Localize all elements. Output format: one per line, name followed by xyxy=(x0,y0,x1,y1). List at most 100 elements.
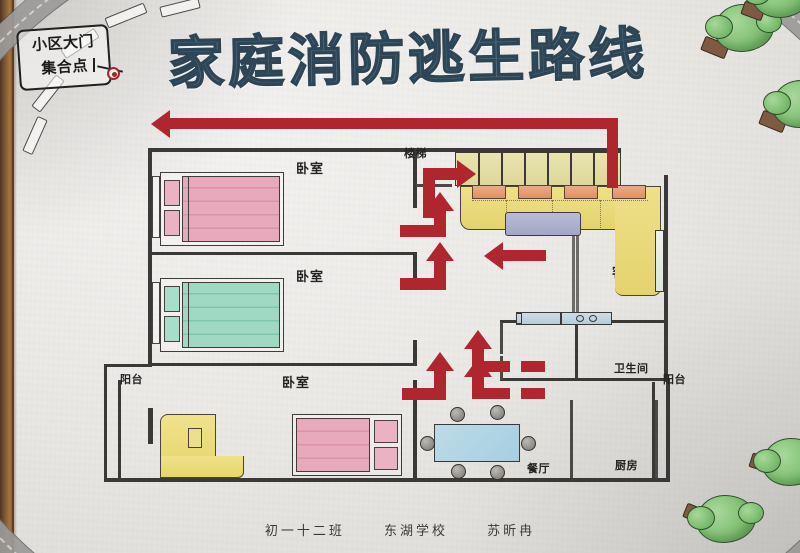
escape-arrow-head-right xyxy=(457,160,476,188)
signature-school: 东湖学校 xyxy=(383,524,448,539)
wall-corridor-left-4 xyxy=(413,380,417,480)
sofa-cushion xyxy=(612,185,646,199)
pillow-middle-1 xyxy=(164,286,180,312)
counter-divider xyxy=(560,313,562,324)
dining-chair xyxy=(420,436,435,451)
escape-arrow-dash xyxy=(521,361,545,372)
stair-step-line xyxy=(524,152,526,186)
wall-bedroom-divider-2 xyxy=(148,363,416,366)
room-label-bedroom-1: 卧室 xyxy=(296,162,325,177)
page-title: 家庭消防逃生路线 xyxy=(167,20,650,98)
bed-pink-top xyxy=(188,176,280,242)
tree-crown xyxy=(753,438,800,486)
stair-step-line xyxy=(570,152,572,186)
escape-arrow-head-left xyxy=(151,110,170,138)
escape-arrow-bottom-vertical xyxy=(434,368,446,400)
window-living-room xyxy=(655,230,664,292)
pillow-middle-2 xyxy=(164,316,180,342)
wall-right-lower xyxy=(666,380,670,480)
wall-living-top xyxy=(455,148,621,151)
wall-balcony-right xyxy=(652,382,655,478)
escape-arrow-corridor-vertical-2 xyxy=(434,258,446,290)
escape-arrow-dash xyxy=(521,388,545,399)
bed-green-middle xyxy=(188,282,280,348)
escape-arrow-head-up xyxy=(426,352,454,371)
room-label-balcony-left: 阳台 xyxy=(120,373,143,386)
signature: 初一十二班 东湖学校 苏昕冉 xyxy=(0,520,800,539)
dining-table xyxy=(434,424,520,462)
stair-step-line xyxy=(478,152,480,186)
escape-arrow-head-up xyxy=(464,358,492,377)
escape-arrow-stairs-horizontal xyxy=(423,168,459,180)
escape-arrow-head-up xyxy=(426,242,454,261)
wall-dining-kitchen xyxy=(570,400,573,478)
escape-arrow-dash xyxy=(517,250,537,261)
bed-headboard-top xyxy=(182,176,189,242)
sofa-cushion xyxy=(564,185,598,199)
wall-right-living xyxy=(664,175,668,380)
stair-step-line xyxy=(501,152,503,186)
wall-kitchen-right xyxy=(655,400,658,478)
room-label-bathroom: 卫生间 xyxy=(614,362,649,375)
assembly-callout-line2: 集合点 xyxy=(40,56,89,78)
escape-arrow-lower-vertical-2 xyxy=(472,372,484,399)
dining-chair xyxy=(490,465,505,480)
room-label-balcony-right: 阳台 xyxy=(663,373,686,386)
pillow-top-1 xyxy=(164,180,180,206)
sofa-yellow-bedroom-arm xyxy=(160,456,244,478)
counter-sink-2 xyxy=(589,315,597,322)
escape-arrow-head-up xyxy=(426,192,454,211)
escape-arrow-corridor-vertical-1 xyxy=(434,208,446,237)
stair-step-line xyxy=(593,152,595,186)
escape-arrow-right-vertical xyxy=(607,118,618,188)
wall-living-right-partition xyxy=(576,202,579,320)
wall-balcony-left-inner xyxy=(118,380,121,480)
wall-bathroom-bottom xyxy=(500,378,670,381)
assembly-callout-pointer-stem xyxy=(93,58,96,72)
wall-corridor-left-2 xyxy=(413,252,417,282)
room-label-bedroom-2: 卧室 xyxy=(296,270,325,285)
kitchen-counter xyxy=(516,312,612,325)
wall-living-right-partition-2 xyxy=(572,202,575,320)
sofa-seam xyxy=(600,200,602,228)
assembly-callout-line1: 小区大门 xyxy=(31,31,95,55)
signature-author: 苏昕冉 xyxy=(487,524,536,539)
pillow-bottom-1 xyxy=(374,420,398,443)
counter-sink-1 xyxy=(576,315,584,322)
wall-bathroom-stub xyxy=(500,322,503,354)
dining-chair xyxy=(451,464,466,479)
wall-stub-bedroom-left xyxy=(148,408,153,444)
wall-bottom-outer xyxy=(104,478,670,482)
room-label-bedroom-3: 卧室 xyxy=(282,376,311,391)
wall-corridor-left xyxy=(413,148,417,208)
dining-chair xyxy=(490,405,505,420)
escape-arrow-head-left xyxy=(484,242,503,270)
escape-arrow-top-horizontal xyxy=(170,118,618,129)
wall-balcony-left-top xyxy=(104,364,152,367)
dining-chair xyxy=(521,436,536,451)
stairs-top xyxy=(455,152,621,186)
wall-bedroom-divider-1 xyxy=(148,252,416,255)
assembly-point-marker xyxy=(107,67,120,80)
sofa-cushion xyxy=(518,185,552,199)
tree-crown xyxy=(687,495,764,543)
dining-chair xyxy=(450,407,465,422)
escape-arrow-lower-horizontal-2 xyxy=(472,388,510,399)
room-label-dining-room: 餐厅 xyxy=(527,462,550,475)
room-label-kitchen: 厨房 xyxy=(615,459,638,472)
nightstand-top xyxy=(152,176,160,238)
side-table-bedroom xyxy=(188,428,202,448)
bed-headboard-middle xyxy=(182,282,189,348)
signature-class: 初一十二班 xyxy=(264,524,345,539)
sofa-seam-horizontal xyxy=(472,200,648,201)
sofa-cushion xyxy=(472,185,506,199)
wall-balcony-left-side xyxy=(104,364,107,480)
wall-top-outer xyxy=(148,148,618,152)
coffee-table xyxy=(505,212,581,236)
pillow-top-2 xyxy=(164,210,180,236)
bed-pink-bottom xyxy=(296,418,370,472)
stair-step-line xyxy=(547,152,549,186)
nightstand-middle xyxy=(152,282,160,344)
counter-edge-left xyxy=(516,313,522,324)
